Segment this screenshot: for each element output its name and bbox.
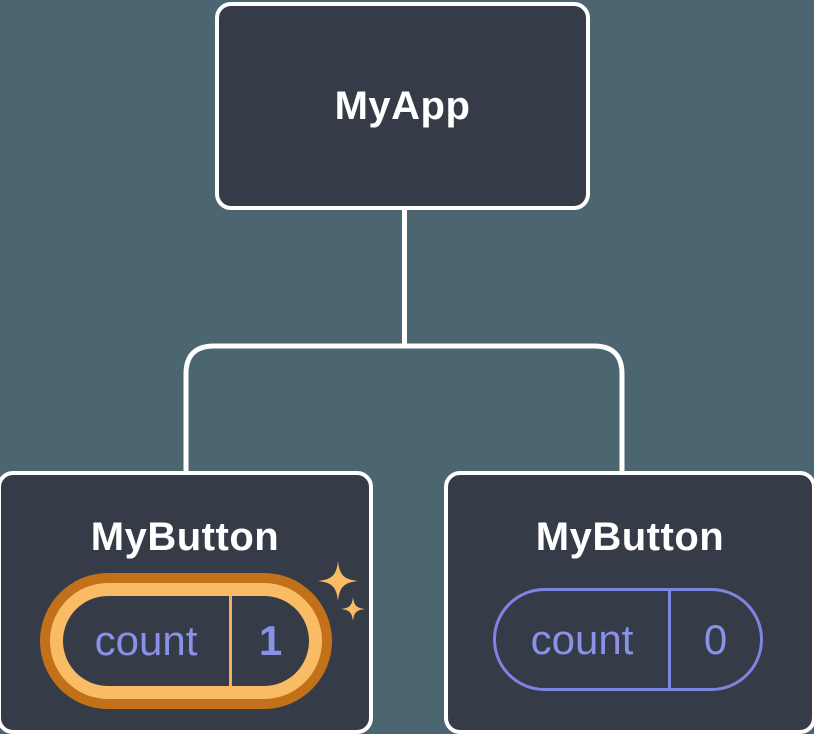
state-pill-divider [229, 596, 232, 686]
state-value: 0 [703, 615, 728, 663]
state-pill-body: count 1 [63, 596, 309, 686]
state-pill-highlighted: count 1 [40, 573, 332, 709]
node-myapp-label: MyApp [334, 83, 471, 128]
sparkle-icon-small [341, 597, 365, 621]
state-pill-highlight-ring: count 1 [50, 583, 322, 699]
node-myapp: MyApp [215, 2, 590, 210]
node-mybutton-left-label: MyButton [90, 515, 280, 559]
connector-branch [183, 343, 625, 474]
state-pill-divider [668, 591, 671, 688]
state-key: count [94, 617, 198, 664]
node-mybutton-right: MyButton count 0 [444, 471, 814, 734]
state-pill-plain: count 0 [493, 588, 763, 691]
sparkle-icon [318, 561, 358, 601]
state-key: count [530, 615, 634, 663]
node-mybutton-left: MyButton count 1 [0, 471, 373, 734]
state-value: 1 [258, 617, 283, 664]
node-mybutton-right-label: MyButton [535, 515, 725, 559]
